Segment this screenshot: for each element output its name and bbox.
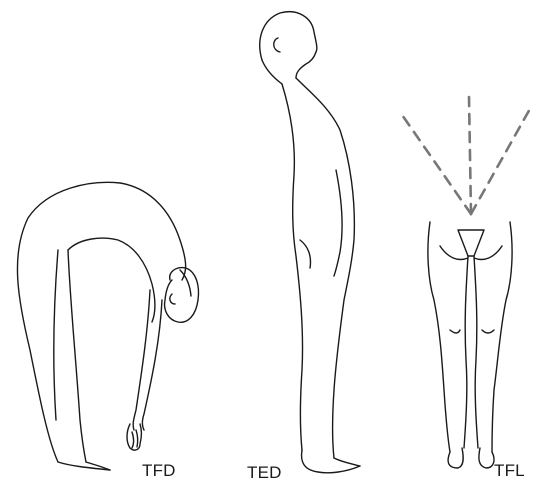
forward-bend-figure [17,182,198,470]
extension-label: TED [247,463,282,483]
extension-figure [260,12,360,473]
lateral-flexion-label: TFL [494,461,525,481]
lateral-flexion-figure [428,222,512,468]
lateral-flexion-arrows [400,97,531,214]
flexion-label: TFD [142,461,176,481]
